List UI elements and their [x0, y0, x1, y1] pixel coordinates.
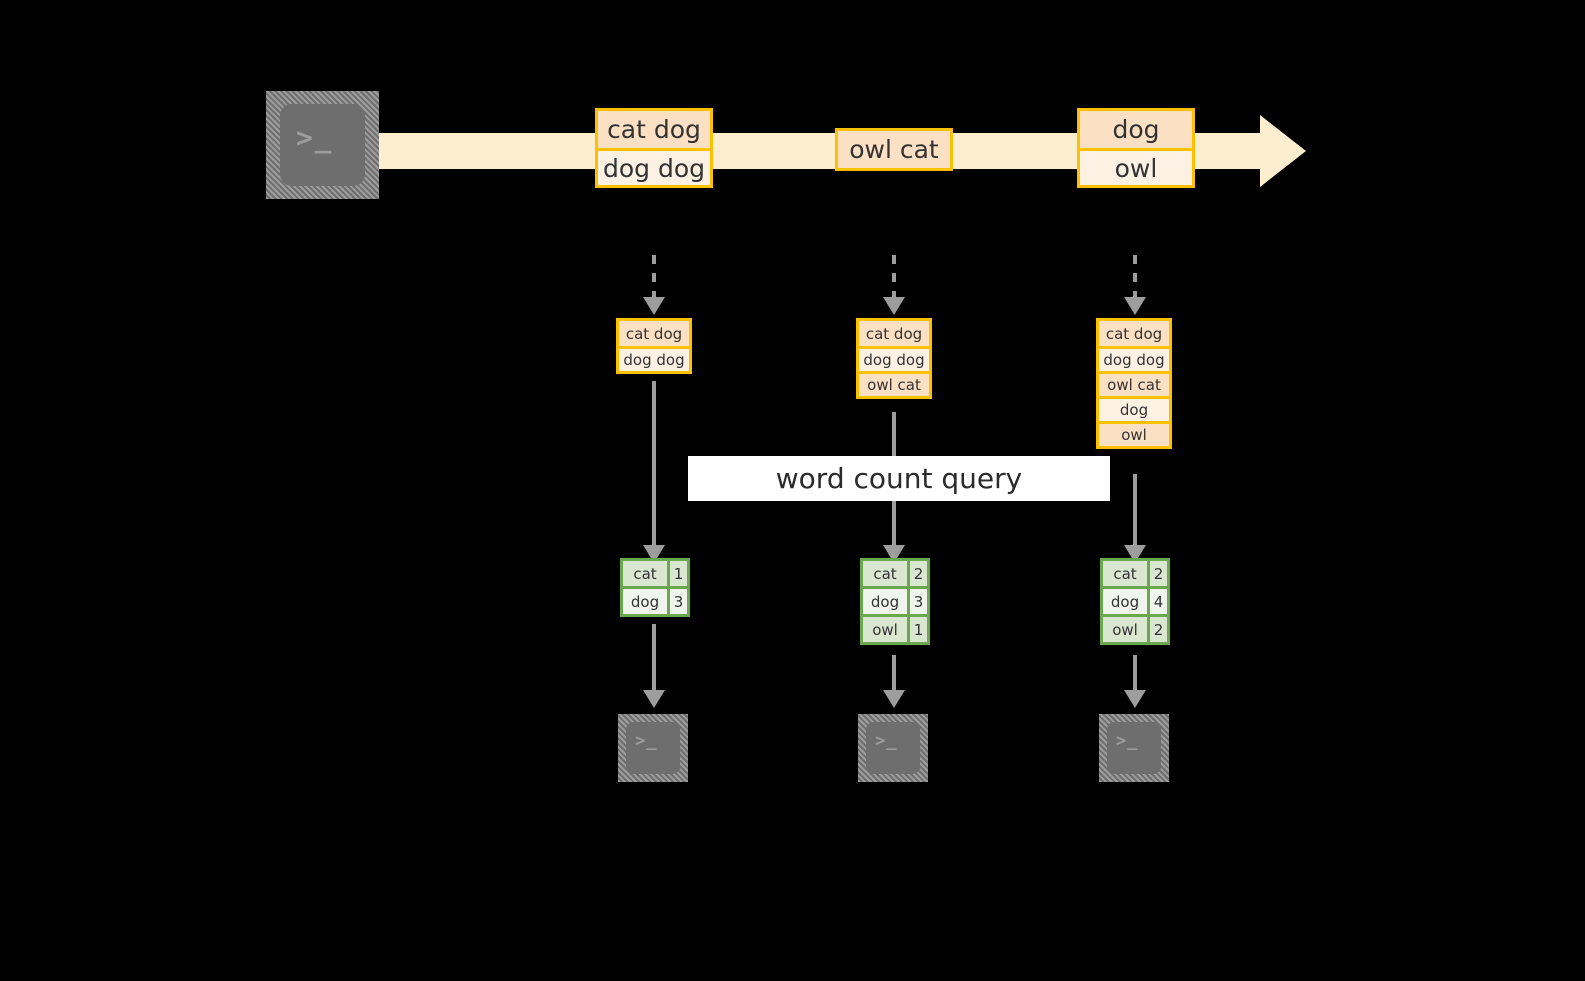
record-line: owl — [1080, 148, 1192, 185]
snapshot-table[interactable]: cat dog dog dog — [616, 318, 692, 374]
stream-band-arrowhead — [1260, 115, 1306, 187]
query-arrow-line — [652, 381, 656, 551]
snapshot-tap-arrowhead — [643, 297, 665, 315]
snapshot-table[interactable]: cat dog dog dog owl cat dog owl — [1096, 318, 1172, 449]
terminal-face — [626, 722, 680, 774]
result-count: 4 — [1147, 589, 1167, 614]
sink-arrow-head — [643, 690, 665, 708]
stream-event-record[interactable]: dog owl — [1077, 108, 1195, 188]
result-count: 1 — [667, 561, 687, 586]
table-row: dog 4 — [1103, 586, 1167, 614]
snapshot-table[interactable]: cat dog dog dog owl cat — [856, 318, 932, 399]
snapshot-row: dog dog — [859, 346, 929, 371]
terminal-prompt-glyph: >_ — [1116, 731, 1139, 751]
snapshot-row: cat dog — [859, 321, 929, 346]
result-word: dog — [1110, 592, 1140, 611]
terminal-prompt-glyph: >_ — [296, 121, 334, 154]
snapshot-row: owl cat — [859, 371, 929, 396]
query-arrow-line — [1133, 474, 1137, 551]
result-count: 2 — [1147, 561, 1167, 586]
result-word: owl — [872, 620, 898, 639]
result-count: 3 — [907, 589, 927, 614]
record-line: cat dog — [598, 111, 710, 148]
result-table[interactable]: cat 1 dog 3 — [620, 558, 690, 617]
result-count: 3 — [667, 589, 687, 614]
result-word: cat — [1113, 564, 1137, 583]
snapshot-tap-arrowhead — [883, 297, 905, 315]
snapshot-tap-line — [1133, 255, 1137, 300]
table-row: cat 2 — [1103, 561, 1167, 586]
snapshot-row: dog dog — [619, 346, 689, 371]
snapshot-row: owl cat — [1099, 371, 1169, 396]
result-word: cat — [633, 564, 657, 583]
result-word: dog — [630, 592, 660, 611]
query-label: word count query — [688, 456, 1110, 501]
result-count: 2 — [907, 561, 927, 586]
sink-arrow-line — [652, 624, 656, 694]
table-row: cat 2 — [863, 561, 927, 586]
snapshot-row: dog dog — [1099, 346, 1169, 371]
record-line: owl cat — [838, 131, 950, 168]
result-table[interactable]: cat 2 dog 3 owl 1 — [860, 558, 930, 645]
terminal-prompt-glyph: >_ — [875, 731, 898, 751]
snapshot-tap-line — [892, 255, 896, 300]
sink-arrow-line — [1133, 655, 1137, 694]
result-word: owl — [1112, 620, 1138, 639]
sink-terminal-icon[interactable]: >_ — [1099, 714, 1169, 782]
snapshot-row: owl — [1099, 421, 1169, 446]
sink-terminal-icon[interactable]: >_ — [618, 714, 688, 782]
record-line: dog dog — [598, 148, 710, 185]
table-row: dog 3 — [623, 586, 687, 614]
result-count: 2 — [1147, 617, 1167, 642]
sink-arrow-line — [892, 655, 896, 694]
stream-event-record[interactable]: cat dog dog dog — [595, 108, 713, 188]
snapshot-row: cat dog — [619, 321, 689, 346]
table-row: owl 1 — [863, 614, 927, 642]
sink-terminal-icon[interactable]: >_ — [858, 714, 928, 782]
snapshot-tap-line — [652, 255, 656, 300]
terminal-face — [866, 722, 920, 774]
snapshot-tap-arrowhead — [1124, 297, 1146, 315]
snapshot-row: dog — [1099, 396, 1169, 421]
source-terminal-icon[interactable]: >_ — [266, 91, 379, 199]
table-row: dog 3 — [863, 586, 927, 614]
terminal-face — [280, 104, 365, 186]
terminal-face — [1107, 722, 1161, 774]
sink-arrow-head — [883, 690, 905, 708]
stream-event-record[interactable]: owl cat — [835, 128, 953, 171]
snapshot-row: cat dog — [1099, 321, 1169, 346]
result-word: cat — [873, 564, 897, 583]
sink-arrow-head — [1124, 690, 1146, 708]
result-table[interactable]: cat 2 dog 4 owl 2 — [1100, 558, 1170, 645]
table-row: cat 1 — [623, 561, 687, 586]
table-row: owl 2 — [1103, 614, 1167, 642]
result-word: dog — [870, 592, 900, 611]
record-line: dog — [1080, 111, 1192, 148]
result-count: 1 — [907, 617, 927, 642]
terminal-prompt-glyph: >_ — [635, 731, 658, 751]
